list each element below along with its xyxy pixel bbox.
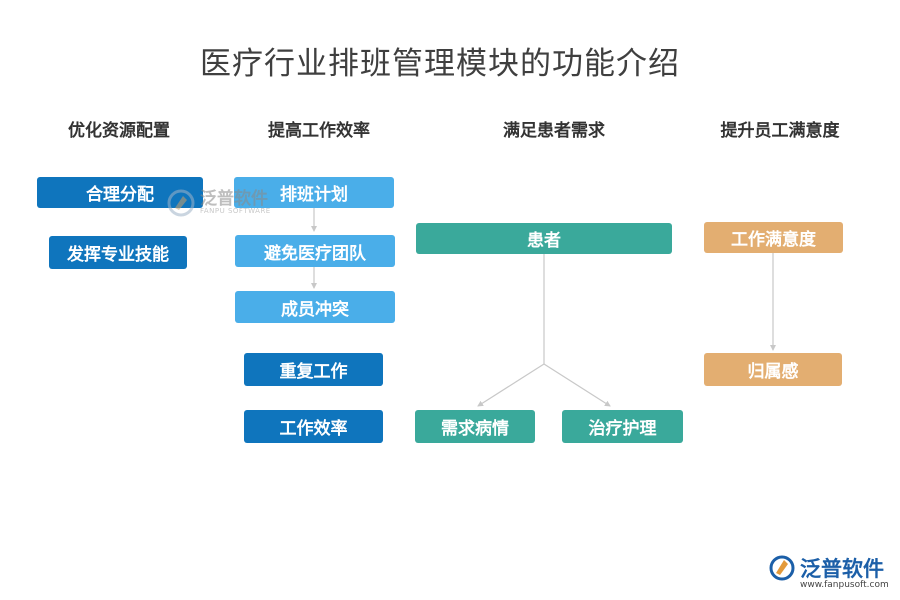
watermark: 泛普软件 FANPU SOFTWARE [166,188,271,218]
node-patient: 患者 [416,223,672,254]
brand-name: 泛普软件 [800,557,884,581]
column-header-staff-satisfaction: 提升员工满意度 [720,121,840,141]
node-belonging: 归属感 [704,353,842,386]
connector-patient-to-treatment [543,363,611,407]
brand-logo-icon [769,555,795,581]
node-member-conflict: 成员冲突 [235,291,395,323]
connector-patient-to-demand [477,363,545,407]
node-avoid-team: 避免医疗团队 [235,235,395,267]
column-header-optimize-resources: 优化资源配置 [68,121,170,141]
node-treatment-care: 治疗护理 [562,410,683,443]
node-job-satisfaction: 工作满意度 [704,222,843,253]
node-work-efficiency: 工作效率 [244,410,383,443]
column-header-patient-needs: 满足患者需求 [503,121,605,141]
page-title: 医疗行业排班管理模块的功能介绍 [200,46,680,82]
watermark-sub: FANPU SOFTWARE [200,207,271,215]
watermark-name: 泛普软件 [200,189,268,209]
column-header-improve-efficiency: 提高工作效率 [268,121,370,141]
node-repetitive-work: 重复工作 [244,353,383,386]
node-expertise: 发挥专业技能 [49,236,187,269]
brand-logo: 泛普软件 [768,553,884,583]
watermark-logo-icon [167,189,195,217]
node-demand-condition: 需求病情 [415,410,535,443]
node-schedule: 排班计划 [234,177,394,208]
brand-url: www.fanpusoft.com [800,580,889,590]
